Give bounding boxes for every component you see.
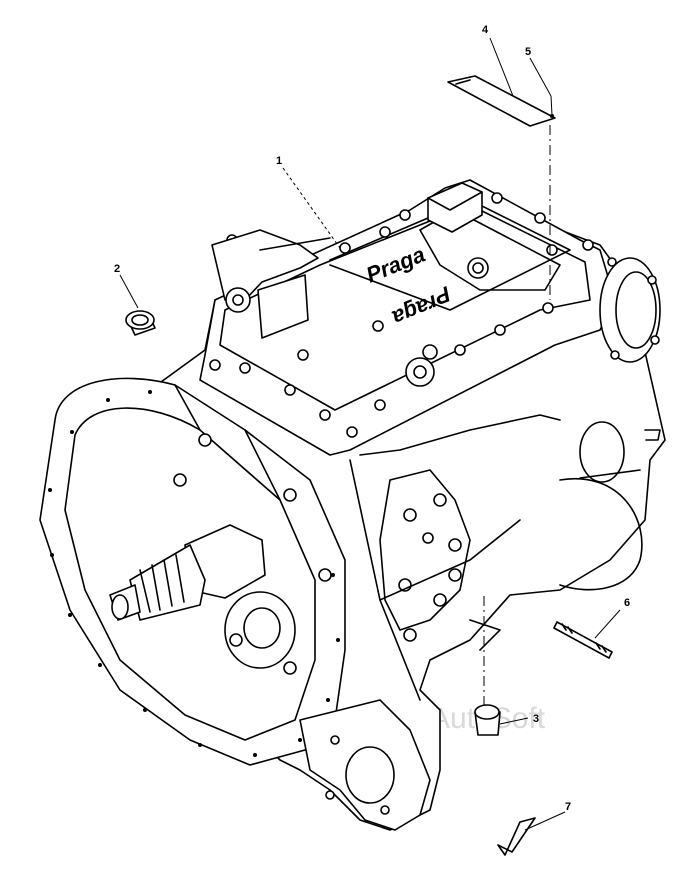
part-7-clip (497, 817, 536, 856)
part-4-plate (447, 75, 556, 127)
callout-3: 3 (533, 713, 539, 725)
callout-6: 6 (624, 597, 630, 609)
callout-1: 1 (276, 155, 282, 167)
part-5-screw (550, 95, 554, 118)
leader-lines (119, 37, 621, 831)
part-6-stud (553, 621, 613, 659)
callout-4: 4 (482, 24, 489, 36)
top-cover: Praga ɐƃɐɹԀ (199, 179, 616, 456)
part-3-drain-plug (474, 704, 501, 736)
callout-5: 5 (525, 46, 531, 58)
callout-7: 7 (565, 801, 571, 813)
bell-housing (39, 377, 431, 831)
callout-2: 2 (114, 263, 120, 275)
rear-flange (599, 257, 661, 441)
part-2-plug (125, 310, 156, 336)
